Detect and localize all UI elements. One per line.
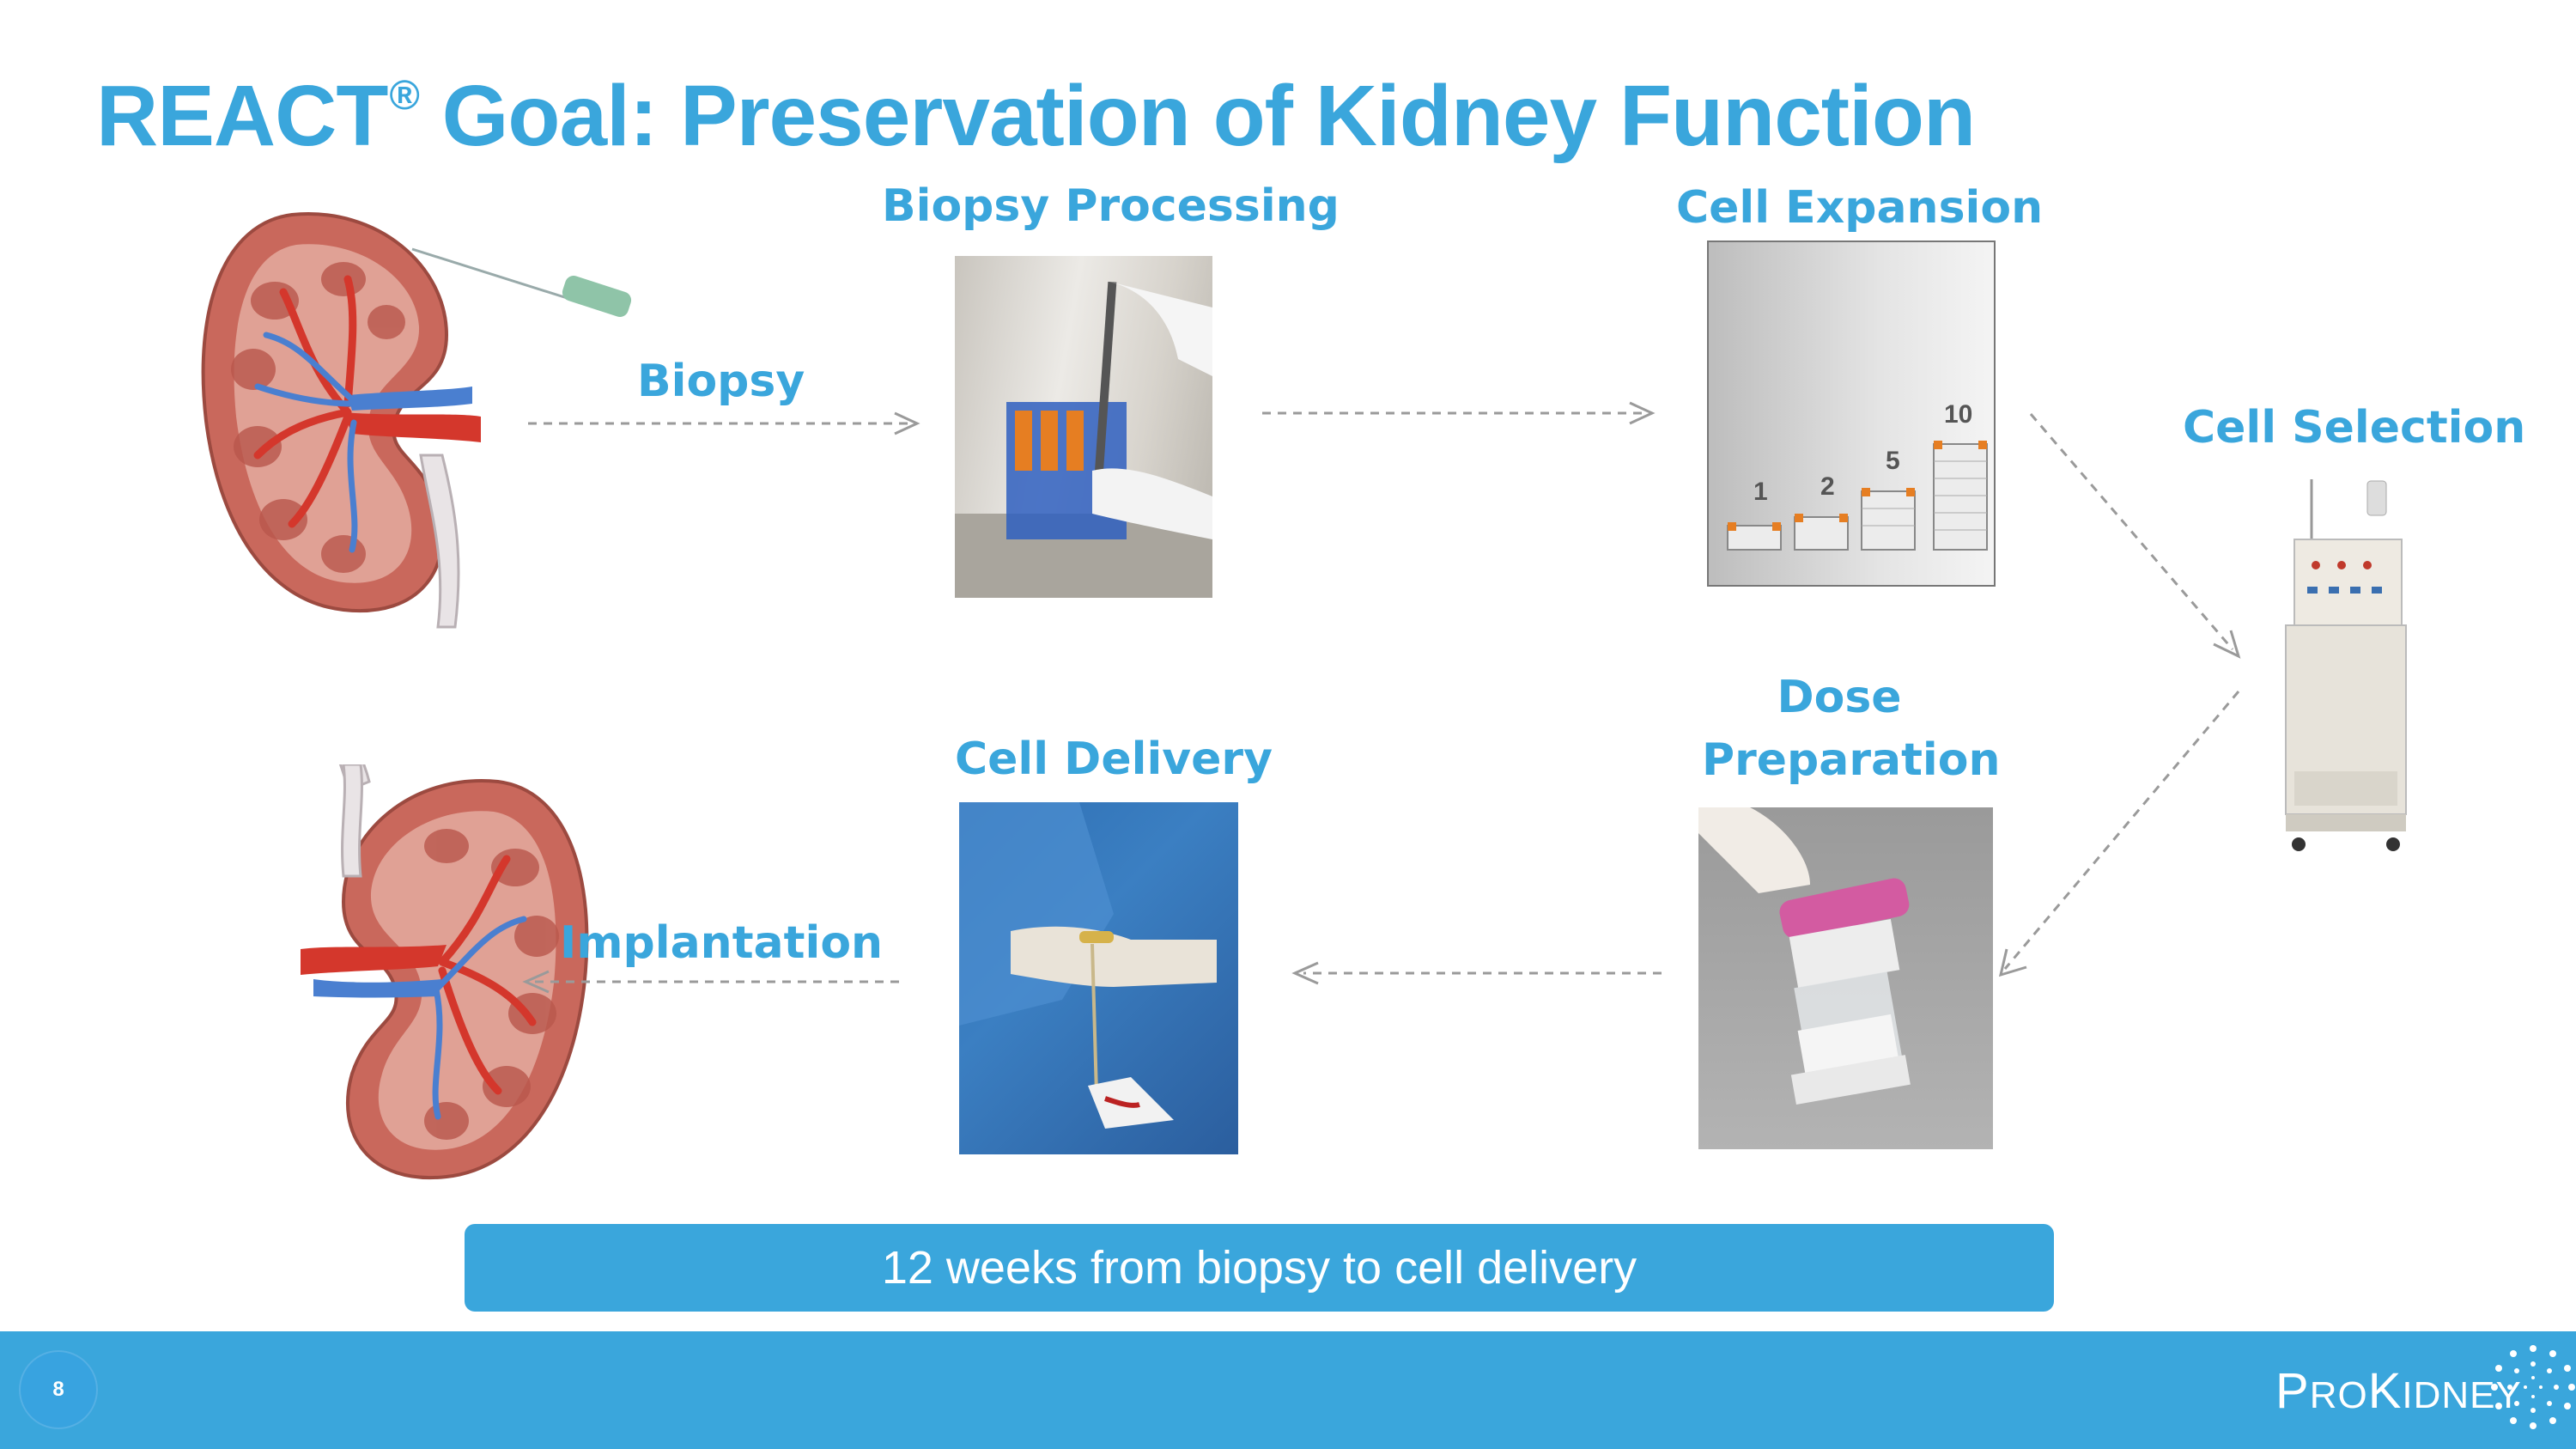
label-cell-expansion: Cell Expansion: [1676, 182, 2044, 234]
kidney-biopsy-illustration: [172, 198, 653, 644]
label-implantation: Implantation: [560, 917, 884, 969]
label-cell-delivery: Cell Delivery: [955, 734, 1273, 785]
label-cell-selection: Cell Selection: [2183, 402, 2526, 454]
flask-label-10: 10: [1944, 400, 1973, 429]
slide-title: REACT® Goal: Preservation of Kidney Func…: [96, 67, 1976, 166]
flask-label-5: 5: [1886, 447, 1900, 475]
registered-mark: ®: [389, 73, 419, 119]
cell-selection-device: [2277, 479, 2415, 859]
label-biopsy-processing: Biopsy Processing: [882, 180, 1340, 232]
biopsy-processing-photo: [955, 256, 1212, 598]
label-dose-line2: Preparation: [1702, 734, 2001, 786]
flask-label-1: 1: [1753, 478, 1768, 506]
prokidney-logo: PROKIDNEY: [2275, 1345, 2575, 1433]
logo-wordmark: PROKIDNEY: [2275, 1363, 2522, 1419]
footer-bar: 8 PROKIDNEY: [0, 1331, 2576, 1449]
page-number: 8: [19, 1350, 98, 1429]
title-react: REACT: [96, 68, 388, 164]
kidney-implantation-illustration: [189, 764, 618, 1185]
logo-dots-icon: [2491, 1345, 2575, 1429]
cell-delivery-photo: [959, 802, 1238, 1154]
label-dose-preparation: Dose Preparation: [1702, 667, 2001, 792]
label-dose-line1: Dose: [1777, 672, 1902, 723]
title-rest: Goal: Preservation of Kidney Function: [418, 68, 1976, 164]
label-biopsy: Biopsy: [637, 356, 805, 407]
cell-expansion-photo: 1 2 5 10: [1707, 240, 1996, 587]
dose-preparation-photo: [1698, 807, 1993, 1149]
timeline-banner: 12 weeks from biopsy to cell delivery: [465, 1224, 2054, 1312]
flask-label-2: 2: [1820, 472, 1835, 501]
